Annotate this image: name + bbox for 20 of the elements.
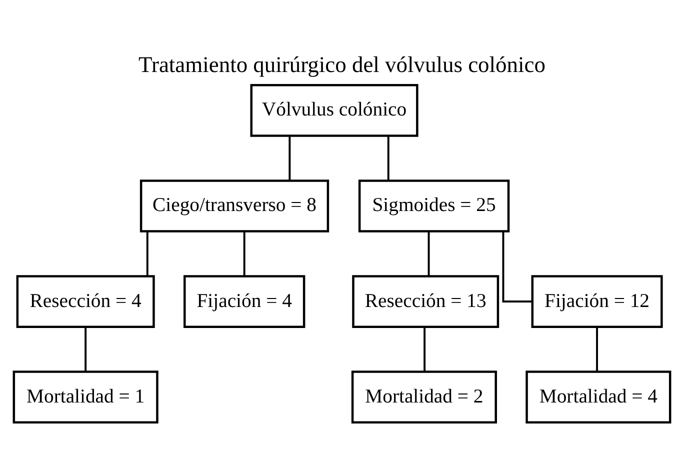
diagram-title: Tratamiento quirúrgico del vólvulus colónico: [138, 52, 546, 78]
node-box: Resección = 13: [352, 275, 500, 328]
node-box: Sigmoides = 25: [358, 180, 510, 232]
node-box: Mortalidad = 2: [351, 370, 497, 424]
node-box: Resección = 4: [16, 275, 155, 328]
connector: [502, 232, 532, 303]
connector: [596, 327, 598, 372]
connector: [428, 232, 430, 276]
node-box: Mortalidad = 1: [12, 370, 158, 424]
connector: [146, 232, 148, 276]
node-box: Ciego/transverso = 8: [140, 180, 330, 232]
connector: [424, 327, 426, 372]
connector: [288, 136, 291, 180]
connector: [387, 136, 390, 180]
node-box: Fijación = 12: [531, 275, 663, 328]
connector: [84, 327, 87, 372]
node-box: Mortalidad = 4: [526, 370, 672, 424]
connector: [243, 232, 246, 276]
node-box: Fijación = 4: [184, 275, 306, 328]
node-box: Vólvulus colónico: [250, 84, 418, 137]
